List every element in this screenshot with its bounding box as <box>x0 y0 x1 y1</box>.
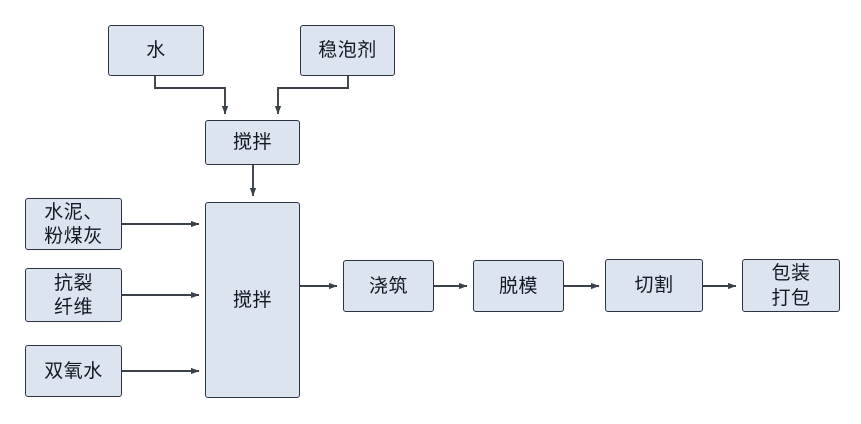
node-mix1[interactable]: 搅拌 <box>205 120 300 165</box>
node-label-fiber: 抗裂 纤维 <box>53 271 93 318</box>
node-stabilizer[interactable]: 稳泡剂 <box>300 25 395 76</box>
node-label-packaging: 包装 打包 <box>771 262 811 309</box>
node-label-mix1: 搅拌 <box>232 131 272 154</box>
edge-stabilizer-to-mix1 <box>274 76 349 115</box>
node-cutting[interactable]: 切割 <box>605 259 703 312</box>
node-demold[interactable]: 脱模 <box>473 260 564 312</box>
node-label-water: 水 <box>146 39 166 62</box>
node-fiber[interactable]: 抗裂 纤维 <box>25 268 122 322</box>
node-label-peroxide: 双氧水 <box>44 359 103 382</box>
node-cement-ash[interactable]: 水泥、 粉煤灰 <box>25 198 122 250</box>
node-peroxide[interactable]: 双氧水 <box>25 345 122 397</box>
node-label-mix2: 搅拌 <box>232 288 272 311</box>
node-mix2[interactable]: 搅拌 <box>205 202 300 398</box>
node-label-cutting: 切割 <box>634 274 674 297</box>
node-label-stabilizer: 稳泡剂 <box>318 39 377 62</box>
node-water[interactable]: 水 <box>108 25 204 76</box>
edge-water-to-mix1 <box>154 76 229 115</box>
node-label-cement-ash: 水泥、 粉煤灰 <box>44 200 103 247</box>
node-casting[interactable]: 浇筑 <box>343 260 434 312</box>
node-packaging[interactable]: 包装 打包 <box>742 259 840 312</box>
node-label-casting: 浇筑 <box>368 274 408 297</box>
node-label-demold: 脱模 <box>498 274 538 297</box>
